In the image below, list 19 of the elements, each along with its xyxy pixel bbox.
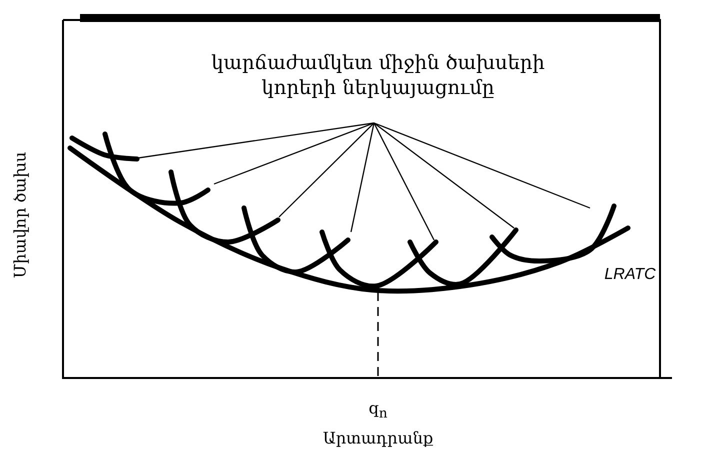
axis-label: Արտադրանք	[322, 428, 434, 448]
leader-line	[350, 122, 375, 232]
axis-label: Միավոր ծախս	[10, 152, 30, 278]
annotation-text: կարճաժամկետ միջին ծախսերի կորերի ներկայացումը	[210, 50, 546, 100]
short-run-cost-curve	[490, 204, 616, 264]
short-run-cost-curve	[408, 228, 518, 287]
leader-line	[278, 122, 374, 218]
short-run-cost-curve	[168, 170, 280, 244]
short-run-cost-curve	[70, 136, 140, 162]
leader-line	[138, 122, 374, 159]
leader-line	[374, 122, 590, 209]
short-run-cost-curve	[242, 206, 350, 274]
short-run-cost-curve	[320, 230, 438, 289]
leader-line	[373, 122, 435, 240]
leader-line	[214, 122, 374, 185]
curve-label: LRATC	[604, 266, 656, 284]
leader-line	[374, 122, 514, 228]
short-run-cost-curve	[102, 132, 210, 206]
tick-label: q$_{n}$	[368, 398, 388, 422]
